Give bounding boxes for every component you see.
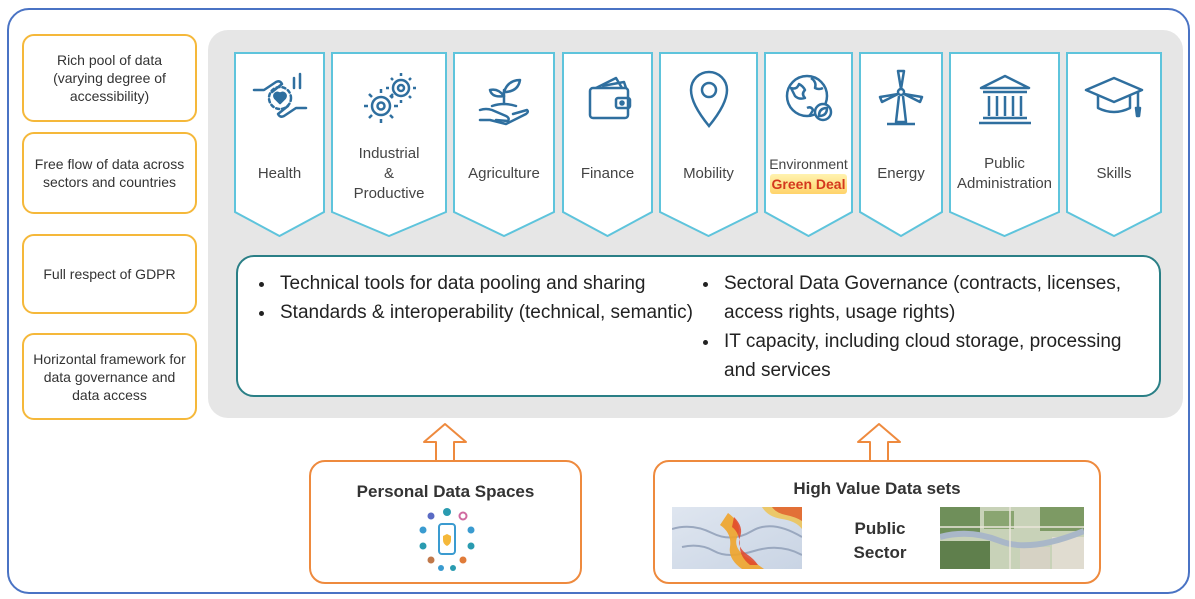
left-box-horizontal: Horizontal framework for data governance… (22, 333, 197, 420)
sector-label-line: Administration (956, 175, 1053, 192)
capability-item: Sectoral Data Governance (contracts, lic… (720, 269, 1143, 327)
sector-health: Health (234, 52, 325, 237)
capabilities-left-list: Technical tools for data pooling and sha… (254, 269, 694, 327)
left-box-gdpr: Full respect of GDPR (22, 234, 197, 314)
sector-label: Energy (877, 165, 925, 182)
globe-leaf-icon (764, 66, 853, 134)
up-arrow-high-value (857, 423, 901, 464)
sector-mobility: Mobility (659, 52, 758, 237)
capability-item: IT capacity, including cloud storage, pr… (720, 327, 1143, 385)
left-box-text: Horizontal framework for data governance… (33, 350, 186, 403)
phone-network-icon (419, 508, 475, 571)
sector-label: Agriculture (468, 165, 540, 182)
sector-label-line: Public (984, 155, 1025, 172)
public-sector-label: Public Sector (825, 517, 935, 565)
capabilities-right-list: Sectoral Data Governance (contracts, lic… (698, 269, 1143, 385)
sector-label-line: & (383, 165, 394, 182)
left-box-text: Full respect of GDPR (43, 266, 176, 282)
government-building-icon (949, 66, 1060, 134)
high-value-data-box: High Value Data sets Public Sector (653, 460, 1101, 584)
helping-hands-heart-icon (234, 66, 325, 134)
sector-label: Health (257, 165, 302, 182)
personal-data-spaces-title: Personal Data Spaces (356, 482, 535, 501)
green-deal-highlight: Green Deal (769, 174, 848, 194)
plant-in-hand-icon (453, 66, 555, 134)
high-value-title: High Value Data sets (793, 479, 961, 498)
sector-label: Mobility (683, 165, 734, 182)
weather-map-image (672, 507, 802, 569)
up-arrow-personal (423, 423, 467, 464)
sector-energy: Energy (859, 52, 943, 237)
sector-label: Finance (580, 165, 635, 182)
wallet-icon (562, 66, 653, 134)
sector-public-admin: Public Administration (949, 52, 1060, 237)
sector-label-line: Productive (353, 185, 425, 202)
wind-turbine-icon (859, 66, 943, 134)
capability-item: Standards & interoperability (technical,… (276, 298, 694, 327)
left-box-free-flow: Free flow of data across sectors and cou… (22, 132, 197, 214)
left-box-text: Rich pool of data (varying degree of acc… (53, 52, 166, 104)
sector-label: Skills (1096, 165, 1132, 182)
capability-item: Technical tools for data pooling and sha… (276, 269, 694, 298)
sector-environment: Environment Green Deal (764, 52, 853, 237)
sector-label-line: Industrial (358, 145, 420, 162)
left-box-text: Free flow of data across sectors and cou… (34, 156, 185, 190)
sector-skills: Skills (1066, 52, 1162, 237)
personal-data-spaces-box: Personal Data Spaces (309, 460, 582, 584)
public-sector-line1: Public (854, 519, 906, 538)
graduation-cap-icon (1066, 66, 1162, 134)
sector-label: Environment (769, 156, 848, 172)
outer-frame (7, 8, 1190, 594)
gears-icon (331, 66, 447, 134)
capabilities-box (236, 255, 1161, 397)
sector-agriculture: Agriculture (453, 52, 555, 237)
satellite-map-image (940, 507, 1084, 569)
location-pin-icon (659, 66, 758, 134)
sector-industrial: Industrial & Productive (331, 52, 447, 237)
sector-finance: Finance (562, 52, 653, 237)
left-box-rich-pool: Rich pool of data (varying degree of acc… (22, 34, 197, 122)
public-sector-line2: Sector (853, 543, 907, 562)
